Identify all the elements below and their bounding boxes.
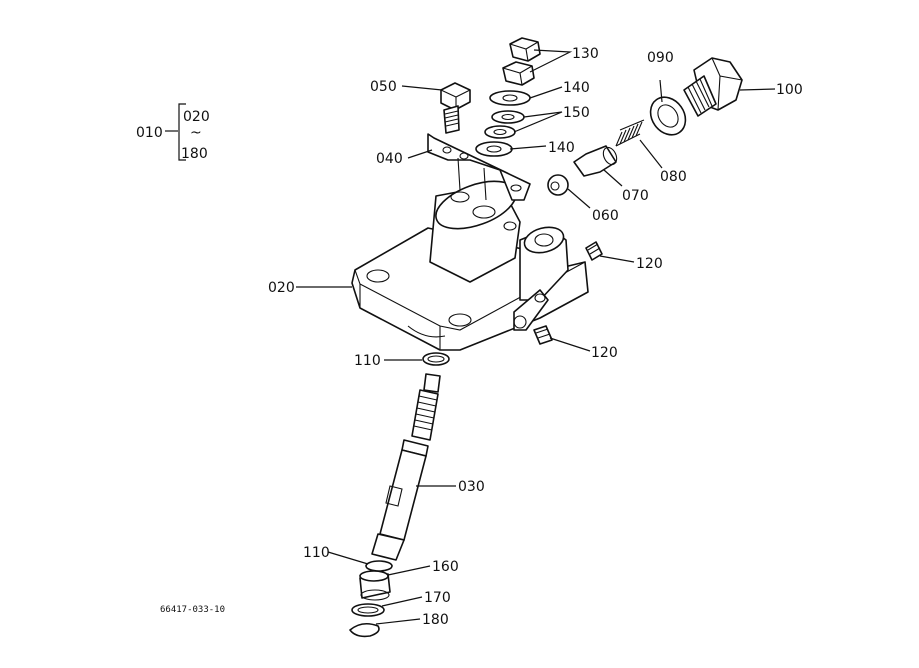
leader-lines [165,49,776,625]
label-080: 080 [660,169,687,185]
label-110-upper: 110 [354,353,381,369]
drawing-number: 66417-033-10 [160,605,225,615]
label-120-lower: 120 [591,345,618,361]
label-tilde: ~ [190,125,202,141]
washer-140-lower [475,141,513,157]
seat-060 [547,174,569,196]
washer-150-upper [491,110,525,124]
label-170: 170 [424,590,451,606]
label-150: 150 [563,105,590,121]
label-090: 090 [647,50,674,66]
valve-070 [573,145,618,177]
label-070: 070 [622,188,649,204]
washer-140-upper [489,90,531,106]
bolt-050 [440,82,471,134]
label-160: 160 [432,559,459,575]
label-040: 040 [376,151,403,167]
gasket-090 [649,96,687,136]
label-010: 010 [136,125,163,141]
set-screw-120-upper [585,241,603,261]
o-ring-110-upper [422,352,450,366]
nut-130-lower [502,61,535,86]
label-140-upper: 140 [563,80,590,96]
snap-ring-180 [349,622,380,638]
shaft-030 [371,373,441,561]
label-050: 050 [370,79,397,95]
housing-020 [351,180,589,351]
label-110-lower: 110 [303,545,330,561]
sleeve-160 [359,570,391,601]
plug-100 [683,57,743,117]
set-screw-120-lower [533,325,553,345]
nut-130-upper [509,37,541,62]
washer-150-lower [484,125,516,139]
label-130: 130 [572,46,599,62]
label-180-group: 180 [181,146,208,162]
o-ring-110-lower [365,560,393,572]
label-060: 060 [592,208,619,224]
label-030: 030 [458,479,485,495]
label-180: 180 [422,612,449,628]
spring-080 [615,119,645,147]
label-020-group: 020 [183,109,210,125]
label-100: 100 [776,82,803,98]
ring-170 [351,603,385,617]
label-120-upper: 120 [636,256,663,272]
bracket-040 [427,133,531,201]
label-140-lower: 140 [548,140,575,156]
label-020: 020 [268,280,295,296]
